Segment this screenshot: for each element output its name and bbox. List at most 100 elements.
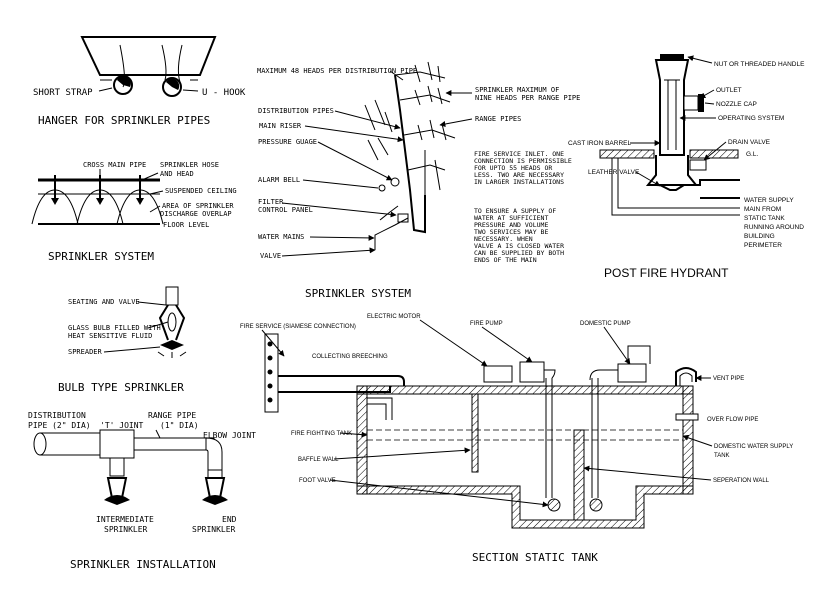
- nozzle-cap: [698, 94, 704, 112]
- alarm-bell-icon: [378, 184, 386, 192]
- breeching-pipe: [278, 375, 405, 393]
- control-panel-box: [397, 213, 409, 223]
- inlet-line-4: IN LARGER INSTALLATIONS: [474, 178, 564, 186]
- tank-left-wall: [356, 385, 368, 495]
- label-alarm: ALARM BELL: [258, 176, 300, 184]
- label-hose-2: AND HEAD: [160, 170, 194, 178]
- label-gauge: PRESSURE GUAGE: [258, 138, 317, 146]
- label-glass-1: GLASS BULB FILLED WITH: [68, 324, 161, 332]
- pipe-section-right: [162, 77, 182, 97]
- label-supply: WATER SUPPLY MAIN FROM STATIC TANK RUNNI…: [744, 197, 804, 249]
- title-hydrant: POST FIRE HYDRANT: [604, 266, 729, 280]
- tank-floor-sump: [356, 485, 694, 529]
- title-sprinkler-main: SPRINKLER SYSTEM: [305, 287, 411, 300]
- label-filter-1: FILTER: [258, 198, 284, 206]
- glass-bulb: [167, 312, 177, 332]
- hydrant-barrel: [654, 59, 690, 156]
- t-joint: [99, 429, 135, 459]
- range-pipe: [133, 437, 215, 451]
- baffle-wall: [471, 393, 479, 473]
- label-firefighting: FIRE FIGHTING TANK: [291, 431, 352, 437]
- label-dist-pipes: DISTRIBUTION PIPES: [258, 107, 334, 115]
- label-nozzle: NOZZLE CAP: [716, 101, 757, 108]
- label-domestic-pump: DOMESTIC PUMP: [580, 321, 631, 327]
- supply-line-4: BUILDING: [744, 233, 775, 240]
- label-outlet: OUTLET: [716, 87, 742, 94]
- label-max48: MAXIMUM 48 HEADS PER DISTRIBUTION PIPE: [257, 67, 417, 75]
- sprinkler-installation: DISTRIBUTION PIPE (2" DIA) 'T' JOINT RAN…: [28, 411, 256, 571]
- supply-line-3: RUNNING AROUND: [744, 224, 804, 231]
- leather-valve: [659, 184, 685, 191]
- label-overflow: OVER FLOW PIPE: [707, 417, 758, 423]
- inlet-line-2: FOR UPTO 55 HEADS OR: [474, 164, 552, 172]
- supply-line-0: WATER SUPPLY: [744, 197, 794, 204]
- label-operating: OPERATING SYSTEM: [718, 115, 784, 122]
- water-supply-main: [696, 179, 740, 199]
- label-t-joint: 'T' JOINT: [100, 421, 144, 430]
- ensure-line-7: ENDS OF THE MAIN: [474, 256, 537, 264]
- discharge-area-2: [76, 189, 124, 225]
- pressure-gauge-icon: [390, 177, 400, 187]
- label-end-2: SPRINKLER: [192, 525, 236, 534]
- electric-motor: [483, 365, 513, 383]
- supply-line-5: PERIMETER: [744, 242, 782, 249]
- bulb-type-sprinkler: SEATING AND VALVE GLASS BULB FILLED WITH…: [58, 286, 187, 394]
- label-u-hook: U - HOOK: [202, 88, 246, 98]
- label-motor: ELECTRIC MOTOR: [367, 314, 421, 320]
- vent-pipe: [675, 367, 697, 386]
- label-range-2: (1" DIA): [160, 421, 199, 430]
- label-area-2: DISCHARGE OVERLAP: [160, 210, 232, 218]
- label-drain: DRAIN VALVE: [728, 139, 771, 146]
- label-dist-1: DISTRIBUTION: [28, 411, 86, 420]
- fire-pump: [519, 361, 545, 383]
- label-leather: LEATHER VALVE: [588, 169, 640, 176]
- label-intermediate-2: SPRINKLER: [104, 525, 148, 534]
- separation-wall: [573, 429, 585, 521]
- label-area-1: AREA OF SPRINKLER: [162, 202, 234, 210]
- label-seating: SEATING AND VALVE: [68, 298, 140, 306]
- intermediate-sprinkler-head: [104, 477, 130, 505]
- label-end-1: END: [222, 515, 237, 524]
- ensure-line-6: CAN BE SUPPLIED BY BOTH: [474, 249, 564, 257]
- inlet-line-3: LESS. TWO ARE NECESSARY: [474, 171, 564, 179]
- fire-suction-pipe: [545, 378, 553, 498]
- title-installation: SPRINKLER INSTALLATION: [70, 558, 216, 571]
- note-ensure: TO ENSURE A SUPPLY OF WATER AT SUFFICIEN…: [474, 207, 564, 264]
- label-breeching: COLLECTING BREECHING: [312, 354, 388, 360]
- overflow-pipe: [675, 413, 699, 421]
- label-floor: FLOOR LEVEL: [163, 221, 209, 229]
- pipe-stub: [165, 286, 179, 306]
- domestic-suction-pipe: [591, 378, 599, 498]
- ensure-line-0: TO ENSURE A SUPPLY OF: [474, 207, 556, 215]
- u-hook: [161, 44, 167, 81]
- title-tank: SECTION STATIC TANK: [472, 551, 598, 564]
- spreader-plate: [160, 340, 184, 350]
- inlet-line-0: FIRE SERVICE INLET. ONE: [474, 150, 564, 158]
- drain-valve: [689, 159, 707, 171]
- ground-left: [599, 149, 655, 159]
- label-intermediate-1: INTERMEDIATE: [96, 515, 154, 524]
- label-dist-2: PIPE (2" DIA): [28, 421, 91, 430]
- supply-line-2: STATIC TANK: [744, 215, 785, 222]
- label-barrel: CAST IRON BARREL: [568, 140, 631, 147]
- label-max9-1: SPRINKLER MAXIMUM OF: [475, 86, 559, 94]
- foot-valve-1: [547, 498, 561, 512]
- section-static-tank: FIRE SERVICE (SIAMESE CONNECTION) ELECTR…: [240, 314, 793, 564]
- label-range-1: RANGE PIPE: [148, 411, 196, 420]
- label-range-pipes: RANGE PIPES: [475, 115, 521, 123]
- note-inlet: FIRE SERVICE INLET. ONE CONNECTION IS PE…: [474, 150, 572, 186]
- ensure-line-2: PRESSURE AND VOLUME: [474, 221, 548, 229]
- label-valve: VALVE: [260, 252, 281, 260]
- beam-section: [80, 36, 217, 76]
- title-bulb: BULB TYPE SPRINKLER: [58, 381, 184, 394]
- supply-line-1: MAIN FROM: [744, 206, 781, 213]
- end-sprinkler-head: [202, 477, 228, 505]
- tank-top-slab: [356, 385, 694, 395]
- label-short-strap: SHORT STRAP: [33, 88, 93, 98]
- ensure-line-3: TWO SERVICES MAY BE: [474, 228, 548, 236]
- label-ceiling: SUSPENDED CEILING: [165, 187, 237, 195]
- pipe-section-left: [113, 75, 133, 95]
- label-vent: VENT PIPE: [713, 376, 744, 382]
- label-elbow: ELBOW JOINT: [203, 431, 256, 440]
